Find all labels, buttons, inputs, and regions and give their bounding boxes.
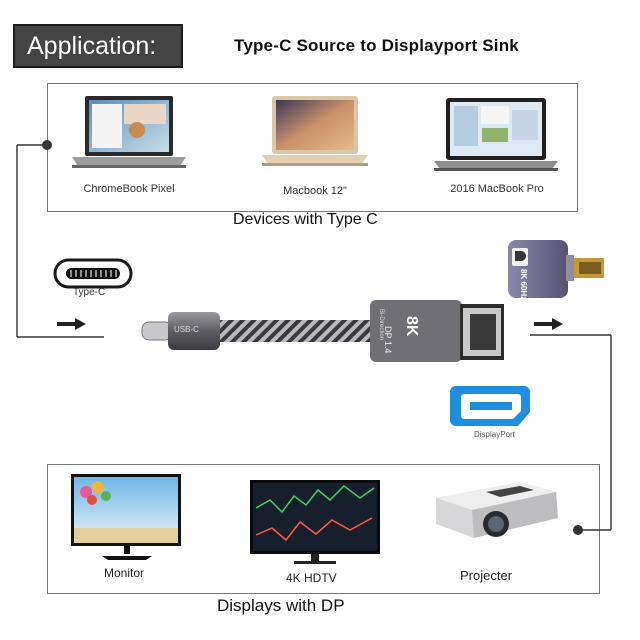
type-c-port-icon [53,258,133,289]
displays-caption: Displays with DP [217,596,345,615]
cable-8k-text: 8K [403,316,420,337]
display-label-projector: Projecter [460,568,513,583]
right-flow-line [530,334,612,535]
displayport-port-icon [450,386,530,426]
monitor-icon [71,474,181,560]
hdtv-icon [250,480,380,564]
type-c-label: Type-C [73,287,106,298]
display-label-hdtv: 4K HDTV [286,571,337,585]
cable-bidirection-text: Bi-Direction [378,309,384,341]
devices-caption: Devices with Type C [233,211,378,228]
application-badge: Application: [13,24,183,68]
device-label-macbook-pro: 2016 MacBook Pro [450,183,544,195]
chromebook-pixel-icon [72,96,186,168]
page-title: Type-C Source to Displayport Sink [234,36,519,55]
display-label-monitor: Monitor [104,566,145,580]
arrow-right-icon [534,318,563,330]
usb-c-to-dp-cable-icon [141,300,504,362]
adapter-8k-text: 8K 60Hz [519,269,528,301]
left-flow-line [16,140,104,338]
projector-icon [436,482,558,538]
displayport-label: DisplayPort [474,430,515,439]
cable-usbc-text: USB-C [174,325,199,334]
device-label-chromebook: ChromeBook Pixel [83,183,175,195]
cable-dp-version-text: DP 1.4 [383,326,393,354]
arrow-right-icon [57,318,86,330]
macbook-pro-icon [434,98,558,171]
mini-dp-adapter-icon [508,240,604,298]
macbook-12-icon [262,96,368,166]
device-label-macbook-12: Macbook 12" [283,185,347,197]
